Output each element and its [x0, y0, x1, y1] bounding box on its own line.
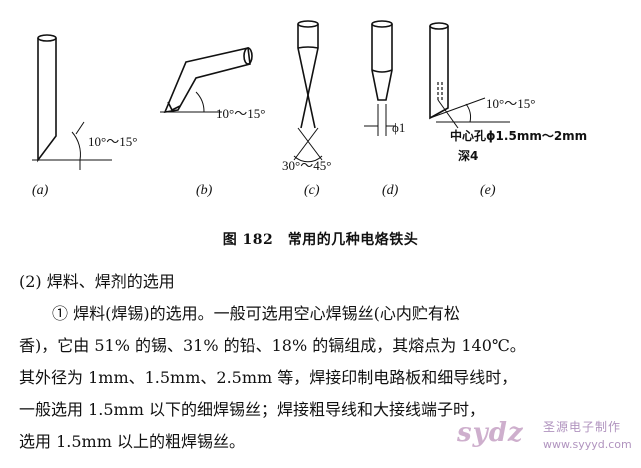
tip-b-angle-label: 10°～15°	[216, 106, 265, 121]
subfigure-label-c: (c)	[304, 183, 320, 198]
tip-c-angle-label: 30°～45°	[282, 158, 331, 173]
paragraph-line: ① 焊料(焊锡)的选用。一般可选用空心焊锡丝(心内贮有松	[52, 304, 460, 323]
tip-d-diameter-label: ϕ1	[392, 120, 405, 135]
figure-caption: 图 182 常用的几种电烙铁头	[222, 232, 419, 248]
tip-c-drawing	[293, 20, 323, 163]
paragraph-line: 其外径为 1mm、1.5mm、2.5mm 等，焊接印制电路板和细导线时，	[19, 368, 518, 387]
tip-e-angle-label: 10°～15°	[486, 96, 535, 111]
site-watermark: sydz 圣源电子制作 www.syyyd.com	[455, 414, 635, 462]
soldering-tip-figure: 10°～15° 10°～15° 30°～45° ϕ1 10°～15° 中心孔ϕ1…	[32, 20, 587, 198]
subfigure-label-b: (b)	[196, 183, 213, 198]
watermark-url: www.syyyd.com	[543, 438, 632, 451]
tip-a-drawing	[32, 34, 112, 170]
paragraph-line: 香)，它由 51% 的锡、31% 的铅、18% 的镉组成，其熔点为 140℃。	[19, 336, 526, 355]
subfigure-label-a: (a)	[32, 183, 49, 198]
section-heading: (2) 焊料、焊剂的选用	[19, 272, 175, 291]
tip-b-drawing	[160, 47, 253, 114]
tip-d-drawing	[364, 20, 396, 136]
subfigure-label-d: (d)	[382, 183, 399, 198]
watermark-logo: sydz	[457, 418, 524, 448]
subfigure-label-e: (e)	[480, 183, 496, 198]
tip-e-depth-label: 深4	[458, 148, 478, 163]
paragraph-line: 一般选用 1.5mm 以下的细焊锡丝；焊接粗导线和大接线端子时，	[19, 400, 485, 419]
watermark-title: 圣源电子制作	[543, 420, 622, 434]
paragraph-line: 选用 1.5mm 以上的粗焊锡丝。	[19, 432, 245, 451]
tip-e-center-hole-label: 中心孔ϕ1.5mm～2mm	[450, 128, 587, 143]
tip-e-drawing	[429, 22, 510, 129]
tip-a-angle-label: 10°～15°	[88, 134, 137, 149]
